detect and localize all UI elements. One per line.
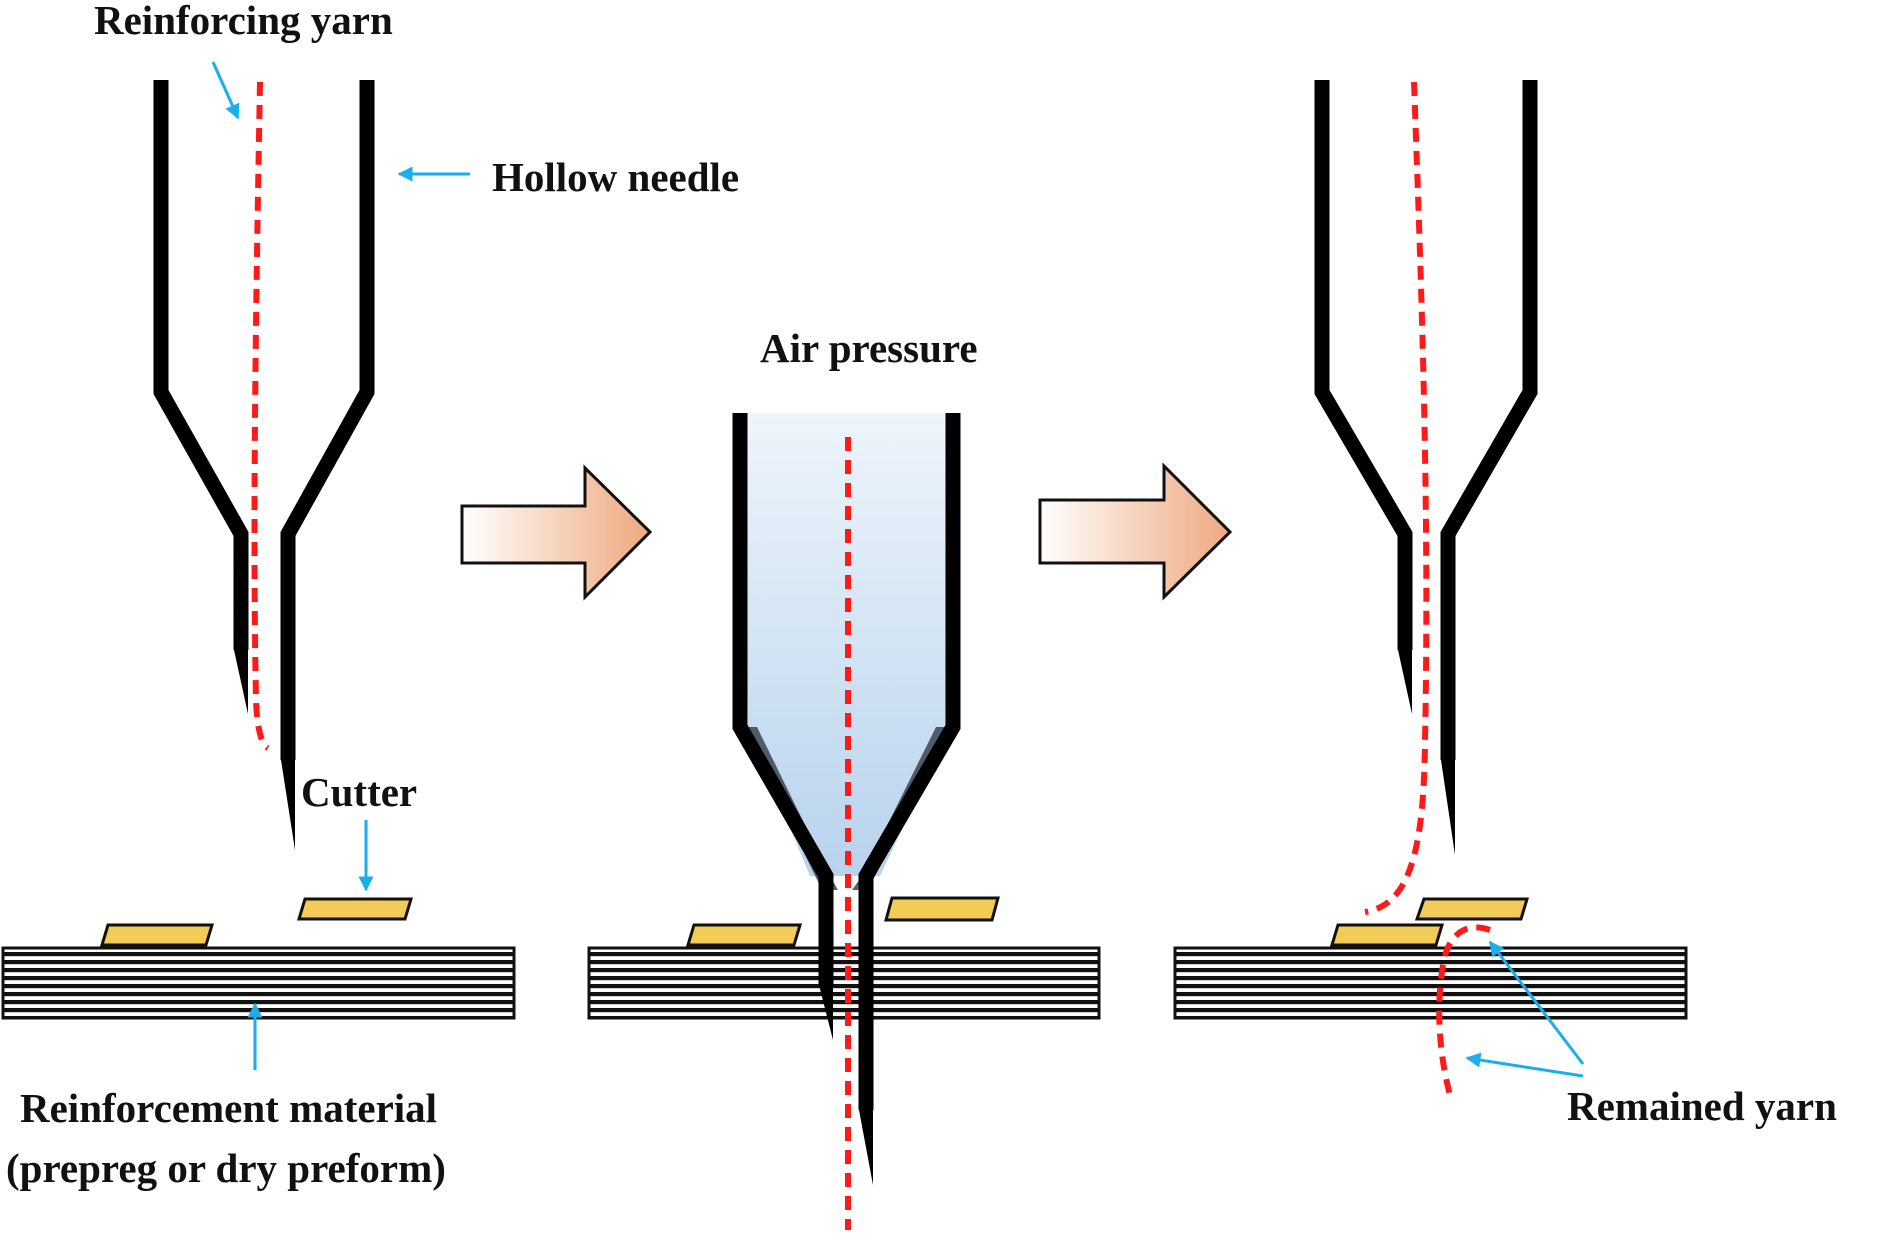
cutter-left-3 — [1329, 923, 1445, 947]
hollow-needle-label: Hollow needle — [492, 154, 739, 200]
needle-tip-right-3 — [1441, 760, 1455, 855]
reinforcement-material-label: Reinforcement material — [20, 1085, 437, 1131]
cutter-right-2 — [884, 896, 1000, 922]
panel-3-needle-withdrawn — [1173, 80, 1688, 1096]
step-arrow-2 — [1038, 462, 1233, 601]
cutter-right-1 — [296, 897, 414, 921]
annotation-arrows — [211, 61, 1585, 1078]
cutter-label: Cutter — [301, 769, 417, 815]
remained-yarn-pointer-lower — [1465, 1052, 1584, 1078]
reinforcement-material-2 — [587, 946, 1101, 1020]
step-arrow-1 — [460, 464, 653, 601]
reinforcing-yarn-pointer — [211, 61, 240, 120]
panel-1-needle-insertion — [1, 80, 516, 1020]
panel-2-air-pressure — [587, 413, 1101, 1230]
reinforcement-material-sublabel: (prepreg or dry preform) — [6, 1145, 446, 1191]
needle-tip-left-3 — [1398, 650, 1412, 714]
needle-tip-left-1 — [234, 650, 248, 714]
needle-tip-right-2 — [859, 1110, 873, 1185]
reinforcing-yarn-1 — [251, 81, 270, 751]
needle-tip-right-1 — [281, 760, 295, 850]
cutter-left-1 — [99, 923, 215, 947]
hollow-needle-3 — [1314, 80, 1538, 760]
hollow-needle-2 — [732, 413, 961, 1110]
reinforcing-yarn-label: Reinforcing yarn — [94, 0, 393, 43]
reinforcement-material-1 — [1, 946, 516, 1020]
cutter-right-3 — [1414, 897, 1530, 921]
cutter-left-2 — [685, 923, 803, 947]
hollow-needle-1 — [153, 80, 375, 760]
remained-yarn-pointer-upper — [1488, 940, 1585, 1065]
withdrawn-yarn — [1364, 81, 1430, 915]
reinforcement-material-3 — [1173, 946, 1688, 1020]
air-pressure-label: Air pressure — [760, 325, 978, 371]
remained-yarn — [1436, 924, 1492, 1096]
remained-yarn-label: Remained yarn — [1567, 1083, 1837, 1129]
needle-tip-left-2 — [819, 985, 833, 1040]
